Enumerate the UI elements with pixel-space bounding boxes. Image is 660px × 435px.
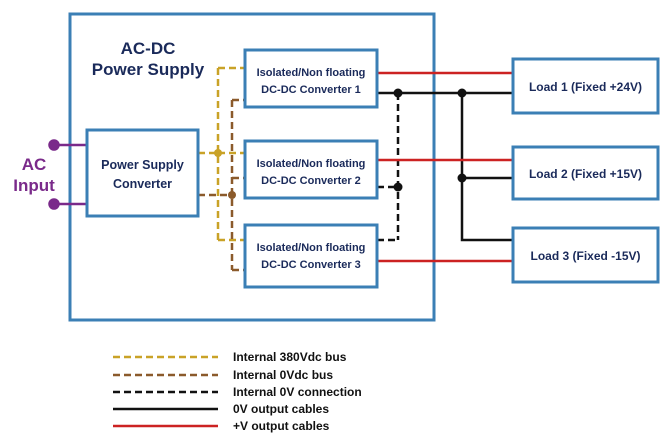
legend-label-positive-v-output-cables: +V output cables [233, 419, 330, 433]
ac-input-terminal-bottom [48, 198, 60, 210]
ac-input-wires [48, 139, 87, 210]
dc-dc-converter-2-block [243, 139, 379, 200]
0vdc-bus-junction [228, 191, 236, 199]
internal-0vdc-bus [198, 98, 245, 272]
load-2-block [511, 145, 660, 201]
dc-dc-converter-3-block [243, 223, 379, 289]
legend-label-0vdc-bus: Internal 0Vdc bus [233, 368, 333, 382]
dc-dc-converter-2-line1: Isolated/Non floating [257, 158, 366, 170]
load-1-label: Load 1 (Fixed +24V) [529, 80, 642, 94]
dc-dc-converter-1-block [243, 48, 379, 109]
load-3-block [511, 226, 660, 284]
power-supply-converter-block [85, 128, 200, 218]
ac-input-label-line2: Input [13, 176, 55, 195]
ac-input-label-line1: AC [22, 155, 47, 174]
power-supply-converter-line1: Power Supply [101, 158, 184, 172]
positive-v-output-cables [377, 71, 513, 263]
power-supply-title-line2: Power Supply [92, 60, 205, 79]
load-1-block [511, 57, 660, 115]
dc-dc-converter-1-line1: Isolated/Non floating [257, 67, 366, 79]
0v-junction-converter1 [393, 88, 403, 98]
0v-junction-load2 [457, 173, 467, 183]
dc-dc-converter-1-line2: DC-DC Converter 1 [261, 84, 361, 96]
380vdc-bus-junction [214, 149, 222, 157]
power-supply-title-line1: AC-DC [121, 39, 176, 58]
dc-dc-converter-2-line2: DC-DC Converter 2 [261, 175, 361, 187]
dc-dc-converter-3-line2: DC-DC Converter 3 [261, 259, 361, 271]
legend: Internal 380Vdc bus Internal 0Vdc bus In… [113, 350, 362, 433]
0v-junction-load1 [457, 88, 467, 98]
power-supply-converter-line2: Converter [113, 177, 172, 191]
0v-junction-converter2 [393, 182, 403, 192]
legend-label-0v-output-cables: 0V output cables [233, 402, 329, 416]
legend-label-0v-connection: Internal 0V connection [233, 385, 362, 399]
legend-label-380vdc-bus: Internal 380Vdc bus [233, 350, 347, 364]
load-3-label: Load 3 (Fixed -15V) [530, 249, 640, 263]
dc-dc-converter-3-line1: Isolated/Non floating [257, 242, 366, 254]
load-2-label: Load 2 (Fixed +15V) [529, 167, 642, 181]
ac-input-terminal-top [48, 139, 60, 151]
